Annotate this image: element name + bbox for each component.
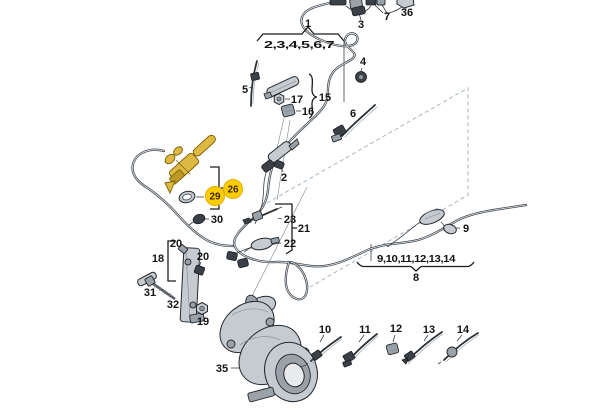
brace-15 bbox=[308, 73, 318, 119]
label-2[interactable]: 2 bbox=[281, 172, 287, 184]
badge-29-text[interactable]: 29 bbox=[209, 192, 221, 203]
cable-tie-13 bbox=[401, 331, 444, 365]
label-23[interactable]: 23 bbox=[284, 214, 296, 226]
badge-circle[interactable] bbox=[223, 179, 243, 199]
seal-ring-29 bbox=[178, 190, 196, 204]
clip-16 bbox=[280, 103, 296, 118]
label-35[interactable]: 35 bbox=[216, 363, 228, 375]
label-13[interactable]: 13 bbox=[423, 324, 435, 336]
label-16[interactable]: 16 bbox=[302, 106, 314, 118]
label-30[interactable]: 30 bbox=[211, 214, 223, 226]
hex-nut-19 bbox=[196, 301, 208, 316]
bracket-18-mark bbox=[167, 240, 176, 282]
label-31[interactable]: 31 bbox=[144, 287, 156, 299]
label-22[interactable]: 22 bbox=[284, 238, 296, 250]
grommet-4 bbox=[355, 71, 367, 83]
highlight-badge-26[interactable]: 26 bbox=[223, 179, 243, 199]
label-4[interactable]: 4 bbox=[360, 56, 367, 68]
bracket-8 bbox=[356, 261, 475, 272]
label-8[interactable]: 8 bbox=[413, 272, 419, 284]
label-20a[interactable]: 20 bbox=[170, 238, 182, 250]
cable-tie-11 bbox=[342, 333, 379, 368]
label-5[interactable]: 5 bbox=[242, 84, 248, 96]
label-21[interactable]: 21 bbox=[298, 223, 310, 235]
cable-tie-14 bbox=[437, 332, 480, 365]
label-9[interactable]: 9 bbox=[463, 223, 469, 235]
label-32[interactable]: 32 bbox=[167, 299, 179, 311]
label-2-3-4-5-6-7[interactable]: 2,3,4,5,6,7 bbox=[264, 39, 335, 51]
label-36[interactable]: 36 bbox=[401, 7, 413, 19]
label-3[interactable]: 3 bbox=[358, 19, 364, 31]
retaining-bracket-15 bbox=[263, 76, 300, 100]
label-19[interactable]: 19 bbox=[197, 316, 209, 328]
sensor-9 bbox=[419, 207, 457, 235]
cable-tie-10 bbox=[299, 336, 343, 367]
label-15[interactable]: 15 bbox=[319, 92, 331, 104]
label-18[interactable]: 18 bbox=[152, 253, 164, 265]
label-1[interactable]: 1 bbox=[305, 18, 311, 30]
clip-20 bbox=[193, 264, 206, 276]
connector-3 bbox=[351, 5, 366, 17]
badge-circle[interactable] bbox=[205, 186, 225, 206]
harness-connectors-top bbox=[329, 0, 415, 17]
label-7[interactable]: 7 bbox=[384, 11, 390, 23]
sensor-22 bbox=[226, 236, 280, 269]
dashed-region-boundary bbox=[266, 87, 469, 288]
bracket-21 bbox=[275, 203, 297, 255]
mounting-bracket-18 bbox=[177, 244, 205, 324]
grommet-30 bbox=[188, 213, 206, 226]
label-6[interactable]: 6 bbox=[350, 108, 356, 120]
oxygen-sensor-2 bbox=[261, 138, 300, 173]
cable-tie-5 bbox=[250, 60, 260, 107]
label-17[interactable]: 17 bbox=[291, 94, 303, 106]
probe-23 bbox=[242, 206, 283, 225]
catalytic-converter-35 bbox=[219, 294, 318, 403]
label-20b[interactable]: 20 bbox=[197, 251, 209, 263]
label-9-10-11-12-13-14[interactable]: 9,10,11,12,13,14 bbox=[377, 253, 456, 265]
brace-1 bbox=[256, 26, 345, 42]
clip-12 bbox=[385, 342, 400, 356]
label-12[interactable]: 12 bbox=[390, 323, 402, 335]
label-14[interactable]: 14 bbox=[457, 324, 470, 336]
cable-tie-6 bbox=[331, 104, 378, 143]
badge-26-text[interactable]: 26 bbox=[227, 185, 239, 196]
oxygen-sensor-highlighted-26 bbox=[164, 134, 216, 195]
bracket-36 bbox=[396, 0, 415, 9]
part-labels: 1 2,3,4,5,6,7 3 7 36 4 5 17 16 15 6 2 30… bbox=[144, 7, 470, 375]
label-11[interactable]: 11 bbox=[359, 324, 371, 336]
bolt-32 bbox=[144, 275, 176, 301]
hex-nut-17 bbox=[273, 92, 285, 106]
label-10[interactable]: 10 bbox=[319, 324, 331, 336]
highlight-badge-29[interactable]: 29 bbox=[205, 186, 225, 206]
